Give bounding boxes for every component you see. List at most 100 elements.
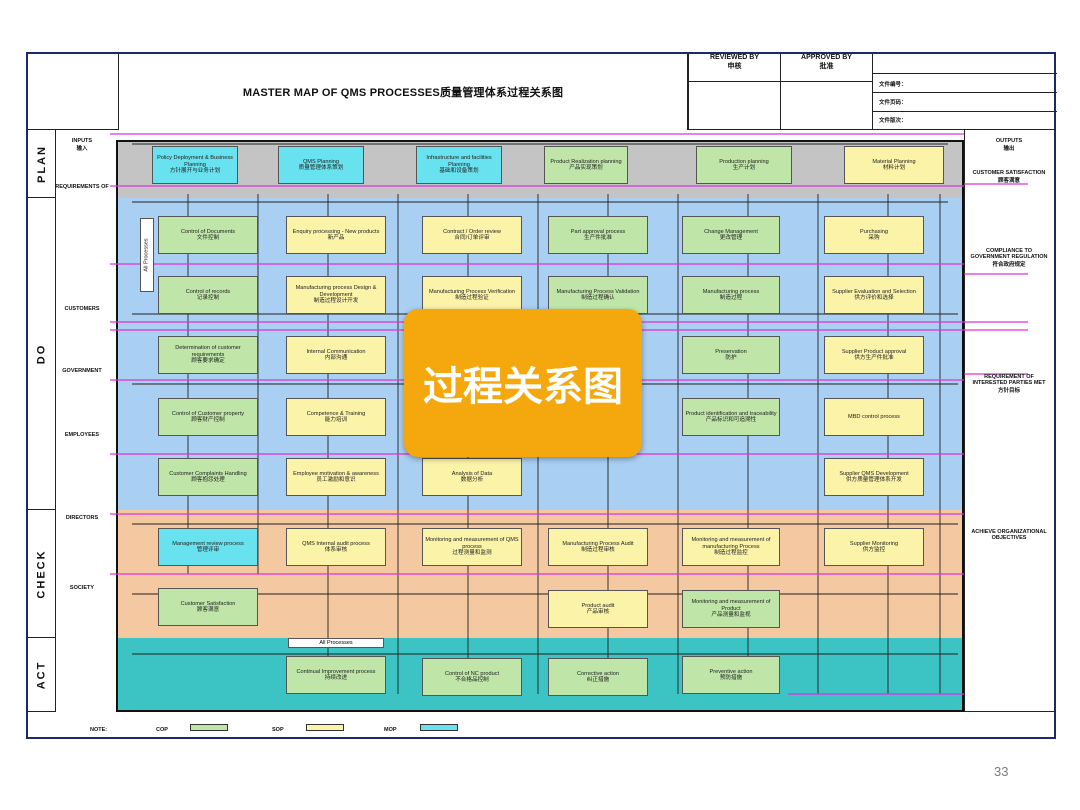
- inputs-title-en: INPUTS: [71, 138, 93, 144]
- process-name-en: Analysis of Data: [451, 470, 493, 477]
- process-box-check: Monitoring and measurement of manufactur…: [682, 528, 780, 566]
- process-name-cn: 制造过程验证: [455, 295, 489, 301]
- process-name-cn: 能力培训: [324, 417, 348, 423]
- process-name-en: Corrective action: [577, 670, 619, 677]
- doc-version-label: 文件版次：: [879, 118, 907, 124]
- process-name-cn: 制造过程: [719, 295, 743, 301]
- reviewed-sign-cell: [688, 82, 780, 130]
- approved-by-name: 批准: [819, 63, 834, 70]
- process-name-cn: 产品测量和监视: [711, 612, 751, 619]
- all-processes-vertical-box: All Processes: [140, 218, 154, 292]
- process-name-en: Change Management: [704, 228, 758, 235]
- process-name-cn: 新产品: [327, 235, 345, 241]
- process-name-en: Manufacturing Process Audit: [562, 540, 634, 547]
- all-processes-vertical-label: All Processes: [144, 238, 151, 272]
- input-customers: CUSTOMERS: [64, 306, 100, 312]
- phase-do: DO: [28, 198, 56, 510]
- process-name-cn: 员工激励和意识: [316, 477, 356, 483]
- outputs-title-en: OUTPUTS: [995, 138, 1023, 144]
- process-name-en: Purchasing: [860, 228, 888, 235]
- process-name-en: Infrastructure and facilities Planning: [426, 155, 492, 168]
- process-name-en: Control of Customer property: [171, 410, 245, 417]
- process-name-cn: 持续改进: [324, 675, 348, 681]
- process-name-en: Competence & Training: [306, 410, 366, 417]
- map-title: MASTER MAP OF QMS PROCESSES质量管理体系过程关系图: [118, 54, 688, 130]
- outputs-column: [964, 130, 1056, 712]
- process-name-en: Supplier Monitoring: [849, 540, 899, 547]
- process-name-en: Internal Communication: [306, 348, 366, 355]
- input-requirements-of: REQUIREMENTS OF: [55, 184, 109, 190]
- process-name-en: Enquiry processing - New products: [292, 228, 380, 235]
- process-name-cn: 内部沟通: [324, 355, 348, 361]
- process-name-cn: 制造过程确认: [581, 295, 615, 301]
- process-name-cn: 管理评审: [196, 547, 220, 553]
- process-name-en: Supplier Evaluation and Selection: [832, 288, 916, 295]
- process-name-en: Monitoring and measurement of Product: [691, 599, 771, 612]
- process-name-cn: 方针展开与业务计划: [169, 168, 221, 175]
- process-text: Monitoring and measurement of manufactur…: [684, 537, 778, 557]
- process-name-cn: 合同/订单评审: [454, 235, 490, 241]
- process-name-cn: 顾客满意: [196, 607, 220, 613]
- process-name-en: Continual Improvement process: [296, 668, 376, 675]
- input-directors: DIRECTORS: [65, 515, 99, 521]
- legend-sop-label: SOP: [272, 727, 284, 733]
- legend-mop-label: MOP: [384, 727, 397, 733]
- process-name-cn: 产品标识和可追溯性: [705, 417, 757, 423]
- reviewed-by-label: REVIEWED BY: [709, 54, 759, 61]
- process-area-border: [116, 140, 964, 712]
- inputs-title: INPUTS 输入: [42, 138, 122, 152]
- legend-mop-swatch: [420, 724, 458, 731]
- process-name-cn: 数据分析: [460, 477, 484, 483]
- reviewed-by-name: 申核: [727, 63, 742, 70]
- process-text: MBD control process: [848, 414, 900, 421]
- act-band: [116, 638, 964, 712]
- legend-sop-swatch: [306, 724, 344, 731]
- process-name-cn: 纠正措施: [586, 677, 610, 683]
- process-name-cn: 基础和设备策划: [439, 168, 479, 175]
- process-name-cn: 产品实现策划: [569, 165, 603, 171]
- process-name-en: MBD control process: [848, 413, 900, 420]
- doc-info-cell: 文件编号： 文件页码： 文件版次：: [872, 54, 1057, 130]
- process-name-cn: 生产件批准: [584, 235, 612, 241]
- process-name-en: Material Planning: [872, 158, 916, 165]
- process-name-en: Product identification and traceability: [685, 410, 777, 417]
- process-name-cn: 顾客抱怨处理: [191, 477, 225, 483]
- process-name-cn: 供方生产件批准: [854, 355, 894, 361]
- process-box-check: Monitoring and measurement of QMS proces…: [422, 528, 522, 566]
- process-name-en: Preventive action: [709, 668, 753, 675]
- process-name-en: Policy Deployment & Business Planning: [157, 155, 233, 168]
- process-name-en: Supplier Product approval: [841, 348, 907, 355]
- input-society: SOCIETY: [69, 585, 95, 591]
- input-government: GOVERNMENT: [62, 368, 102, 374]
- process-name-cn: 防护: [725, 355, 737, 361]
- process-name-cn: 顾客要求确定: [191, 358, 225, 365]
- process-name-en: Manufacturing process: [702, 288, 760, 295]
- qms-process-map: MASTER MAP OF QMS PROCESSES质量管理体系过程关系图 R…: [26, 52, 1057, 739]
